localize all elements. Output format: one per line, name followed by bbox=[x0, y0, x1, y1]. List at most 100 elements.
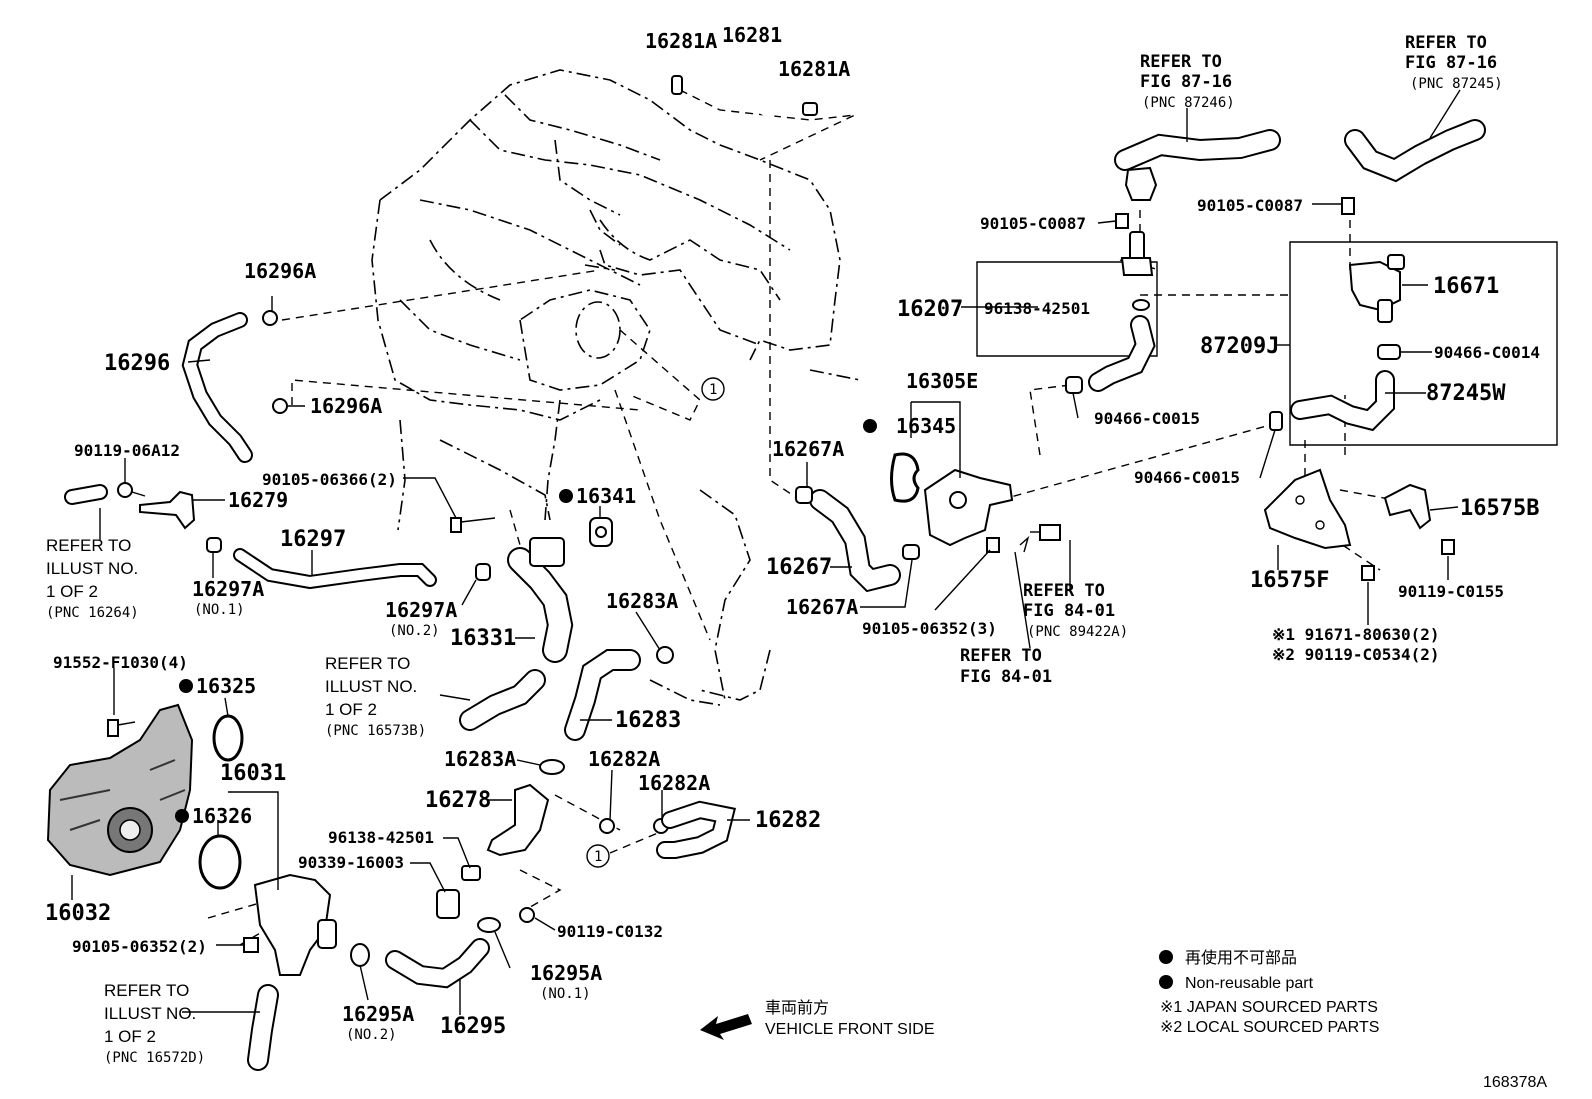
engine-marker-1b: 1 bbox=[586, 844, 610, 868]
nonreusable-dot-16341 bbox=[559, 489, 573, 503]
oring-16326 bbox=[198, 834, 242, 890]
hose-96138-target bbox=[1088, 315, 1156, 392]
vehicle-front-arrow-icon bbox=[700, 1014, 752, 1040]
hose-refer-87246 bbox=[1114, 129, 1281, 201]
label-16295A-2-note: (NO.2) bbox=[346, 1027, 397, 1043]
legend-note2: ※2 LOCAL SOURCED PARTS bbox=[1160, 1019, 1379, 1036]
label-16283: 16283 bbox=[615, 708, 681, 733]
hose-16573B bbox=[459, 669, 546, 731]
inlet-16031 bbox=[253, 873, 337, 976]
bolt-90119-06A12 bbox=[117, 482, 146, 498]
legend: 再使用不可部品 Non-reusable part ※1 JAPAN SOURC… bbox=[1159, 949, 1379, 1036]
refer-labels: REFER TO FIG 87-16 (PNC 87246) REFER TO … bbox=[46, 33, 1503, 1066]
part-labels: 16281A 16281 16281A 16296A 16296 16296A … bbox=[45, 23, 1540, 1043]
label-16297: 16297 bbox=[280, 527, 346, 552]
engine-marker-1: 1 bbox=[701, 377, 725, 401]
gasket-16325 bbox=[212, 714, 244, 762]
refer-87246-l3: (PNC 87246) bbox=[1142, 95, 1235, 111]
label-87245W: 87245W bbox=[1426, 381, 1506, 406]
refer-16264-l2: ILLUST NO. bbox=[46, 559, 138, 578]
label-90105-06366: 90105-06366(2) bbox=[262, 470, 397, 489]
label-16278: 16278 bbox=[425, 788, 491, 813]
clamp-16267A-bot bbox=[902, 544, 920, 560]
refer-89422A-l2: FIG 84-01 bbox=[1023, 601, 1115, 621]
front-label-jp: 車両前方 bbox=[765, 999, 829, 1017]
nonreusable-dot-16325 bbox=[179, 679, 193, 693]
bolt-90105-06366 bbox=[450, 517, 496, 533]
refer-16264-l1: REFER TO bbox=[46, 536, 131, 555]
bolt-91552-F1030 bbox=[107, 719, 136, 737]
label-16281A-right: 16281A bbox=[778, 57, 850, 81]
label-16671: 16671 bbox=[1433, 274, 1499, 299]
label-16296: 16296 bbox=[104, 351, 170, 376]
box-16207 bbox=[976, 261, 1158, 357]
sensor-89422A bbox=[1030, 524, 1061, 541]
valve-16207 bbox=[1120, 231, 1154, 311]
label-90105-06352-2: 90105-06352(2) bbox=[72, 937, 207, 956]
label-16267: 16267 bbox=[766, 555, 832, 580]
label-90119-06A12: 90119-06A12 bbox=[74, 441, 180, 460]
nonreusable-dot-16345 bbox=[863, 419, 877, 433]
legend-dot-en bbox=[1159, 975, 1173, 989]
label-16575B: 16575B bbox=[1460, 496, 1539, 521]
refer-87245-l3: (PNC 87245) bbox=[1410, 76, 1503, 92]
svg-text:1: 1 bbox=[709, 382, 717, 398]
label-16295A-1: 16295A bbox=[530, 961, 602, 985]
clamp-16295A-1 bbox=[477, 917, 501, 933]
label-16297A-2: 16297A bbox=[385, 598, 457, 622]
label-16295A-1-note: (NO.1) bbox=[540, 986, 591, 1002]
bolt-90105-C0087-l bbox=[1115, 213, 1129, 229]
bolt-90105-C0087-r bbox=[1341, 197, 1355, 215]
clamp-16283A-top bbox=[656, 646, 674, 664]
label-16331: 16331 bbox=[450, 626, 516, 651]
clamp-90466-C0015-1 bbox=[1065, 376, 1083, 394]
refer-87246-l1: REFER TO bbox=[1140, 52, 1222, 72]
legend-note1: ※1 JAPAN SOURCED PARTS bbox=[1160, 999, 1378, 1016]
refer-16572D-l4: (PNC 16572D) bbox=[104, 1050, 205, 1066]
hose-refer-87245 bbox=[1344, 119, 1486, 183]
refer-16264-l3: 1 OF 2 bbox=[46, 582, 98, 601]
label-16325: 16325 bbox=[196, 674, 256, 698]
refer-84-01-l2: FIG 84-01 bbox=[960, 667, 1052, 687]
clamp-16281A-top bbox=[671, 75, 683, 95]
pipe-16278 bbox=[486, 783, 550, 857]
hose-16281 bbox=[707, 68, 775, 125]
refer-16572D-l3: 1 OF 2 bbox=[104, 1027, 156, 1046]
refer-87245-l2: FIG 87-16 bbox=[1405, 53, 1497, 73]
label-16267A-top: 16267A bbox=[772, 437, 844, 461]
refer-16573B-l3: 1 OF 2 bbox=[325, 700, 377, 719]
refer-16264-l4: (PNC 16264) bbox=[46, 605, 139, 621]
valve-16671 bbox=[1348, 254, 1405, 323]
leader-lines bbox=[71, 89, 1461, 1015]
front-label-en: VEHICLE FRONT SIDE bbox=[765, 1021, 935, 1038]
label-90119-C0534: ※2 90119-C0534(2) bbox=[1272, 645, 1440, 664]
refer-89422A-l1: REFER TO bbox=[1023, 581, 1105, 601]
refer-16572D-l1: REFER TO bbox=[104, 981, 189, 1000]
clamp-16282A-1 bbox=[599, 818, 615, 834]
box-87209J bbox=[1289, 241, 1558, 446]
clamp-90466-C0014 bbox=[1377, 344, 1401, 360]
label-90105-06352-3: 90105-06352(3) bbox=[862, 619, 997, 638]
pipe-16279 bbox=[139, 490, 196, 530]
bolt-90119-C0155 bbox=[1441, 539, 1455, 555]
refer-16572D-l2: ILLUST NO. bbox=[104, 1004, 196, 1023]
label-16283A-bot: 16283A bbox=[444, 747, 516, 771]
engine-outline bbox=[371, 69, 861, 706]
hose-16572D bbox=[247, 984, 279, 1071]
label-16297A-2-note: (NO.2) bbox=[389, 623, 440, 639]
hose-16297 bbox=[233, 548, 437, 590]
clamp-90466-C0015-2 bbox=[1269, 411, 1283, 431]
clamp-16297A-2 bbox=[475, 563, 491, 581]
sleeve-90339-16003 bbox=[436, 889, 460, 919]
hose-16267 bbox=[809, 489, 901, 593]
label-96138-42501: 96138-42501 bbox=[984, 299, 1090, 318]
label-16281A-top: 16281A bbox=[645, 29, 717, 53]
label-16297A-1: 16297A bbox=[192, 577, 264, 601]
label-16282A-2: 16282A bbox=[638, 771, 710, 795]
pipe-stub-16264 bbox=[64, 484, 108, 505]
label-91552-F1030: 91552-F1030(4) bbox=[53, 653, 188, 672]
hose-16283 bbox=[564, 649, 641, 741]
bolt-91671-80630 bbox=[1361, 565, 1375, 581]
clamp-16283A-bot bbox=[539, 759, 565, 775]
